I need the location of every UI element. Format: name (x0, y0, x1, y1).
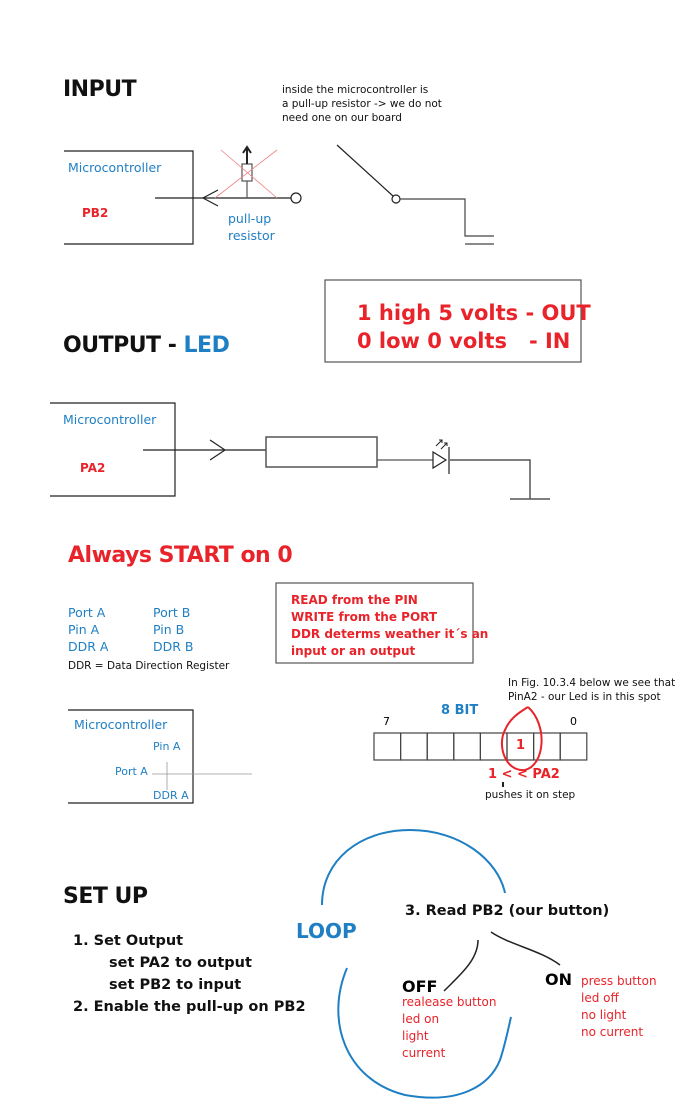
bit-title: 8 BIT (441, 703, 479, 718)
output-title: OUTPUT - LED (63, 333, 230, 359)
reg-item: Pin A (68, 622, 100, 637)
off-label: OFF (402, 977, 438, 996)
port-b-list: Port B Pin B DDR B (153, 604, 194, 655)
bit-cell (532, 732, 561, 761)
input-arrow-icon (201, 189, 219, 207)
rule-line: DDR determs weather it´s an (291, 627, 489, 641)
output-arrow-icon (209, 439, 227, 461)
loop-label: LOOP (296, 919, 357, 943)
rules-text: READ from the PIN WRITE from the PORT DD… (291, 592, 488, 660)
mcu-box-register (68, 709, 194, 804)
loop-arc-bottom (337, 967, 512, 1099)
reg-item: DDR A (68, 639, 109, 654)
rule-line: WRITE from the PORT (291, 610, 438, 624)
ground-wire (450, 459, 550, 500)
off-note: current (402, 1046, 446, 1060)
rule-line: READ from the PIN (291, 593, 418, 607)
led-light-arrows-icon (435, 439, 448, 450)
loop-arc-top (321, 828, 506, 906)
bit-low-label: 0 (570, 715, 577, 728)
port-a-label: Port A (115, 765, 148, 778)
mcu-label: Microcontroller (63, 412, 157, 427)
pin-label: PB2 (82, 206, 109, 220)
input-note: inside the microcontroller is a pull-up … (282, 83, 442, 125)
input-terminal (290, 192, 302, 204)
cross-out-icon (214, 149, 278, 199)
off-note: realease button (402, 995, 497, 1009)
bit-high-label: 7 (383, 715, 390, 728)
on-note: no light (581, 1008, 627, 1022)
note-line: a pull-up resistor -> we do not (282, 98, 442, 110)
on-note: press button (581, 974, 657, 988)
bit-cell (426, 732, 455, 761)
setup-title: SET UP (63, 884, 148, 909)
reg-item: Port B (153, 605, 191, 620)
bit-note: In Fig. 10.3.4 below we see that PinA2 -… (508, 676, 675, 704)
led-resistor (265, 436, 378, 468)
logic-line: 0 low 0 volts - IN (357, 329, 571, 353)
logic-box-text: 1 high 5 volts - OUT 0 low 0 volts - IN (357, 299, 591, 355)
switch-terminal (391, 194, 401, 204)
led-icon (432, 447, 450, 474)
pin-label: PA2 (80, 461, 106, 475)
vcc-arrow-icon (242, 145, 252, 164)
note-line: need one on our board (282, 112, 402, 124)
off-note: light (402, 1029, 429, 1043)
pullup-label: pull-up resistor (228, 210, 275, 244)
off-note: led on (402, 1012, 440, 1026)
bit-cell (559, 732, 588, 761)
setup-step: set PB2 to input (109, 977, 242, 993)
reg-item: Port A (68, 605, 106, 620)
rules-box (275, 582, 474, 664)
label-line: pull-up (228, 211, 272, 226)
port-a-list: Port A Pin A DDR A (68, 604, 108, 655)
bit-cell (453, 732, 481, 761)
highlight-loop (500, 706, 543, 772)
setup-step: set PA2 to output (109, 955, 252, 971)
logic-box (324, 279, 582, 363)
ddr-definition: DDR = Data Direction Register (68, 660, 230, 672)
logic-line: 1 high 5 volts - OUT (357, 301, 591, 325)
branch-off (443, 939, 479, 992)
branch-on (490, 931, 561, 966)
note-line: inside the microcontroller is (282, 84, 429, 96)
rule-line: input or an output (291, 644, 416, 658)
ddr-a-label: DDR A (153, 789, 189, 802)
pin-a-label: Pin A (153, 740, 181, 753)
input-title: INPUT (63, 77, 137, 102)
note-line: PinA2 - our Led is in this spot (508, 691, 661, 703)
switch-lever (336, 144, 394, 197)
on-label: ON (545, 970, 572, 989)
read-step: 3. Read PB2 (our button) (405, 903, 610, 919)
on-notes: press button led off no light no current (581, 973, 657, 1041)
note-line: In Fig. 10.3.4 below we see that (508, 677, 676, 689)
on-note: no current (581, 1025, 644, 1039)
bit-cell (400, 732, 428, 761)
mcu-label: Microcontroller (68, 160, 162, 175)
bit-cell (373, 732, 402, 761)
start-title: Always START on 0 (68, 543, 293, 568)
bit-cells (373, 732, 588, 761)
on-note: led off (581, 991, 619, 1005)
off-notes: realease button led on light current (402, 994, 497, 1062)
bit-value: 1 (516, 738, 526, 753)
output-title-accent: LED (183, 333, 230, 358)
reg-item: Pin B (153, 622, 185, 637)
switch-wire (400, 198, 494, 245)
shift-note: pushes it on step (485, 789, 576, 801)
setup-step: 1. Set Output (73, 933, 184, 949)
setup-steps: 1. Set Output set PA2 to output set PB2 … (73, 930, 306, 1018)
mcu-label: Microcontroller (74, 717, 168, 732)
setup-step: 2. Enable the pull-up on PB2 (73, 999, 306, 1015)
shift-expression: 1 < < PA2 (488, 767, 560, 782)
reg-item: DDR B (153, 639, 194, 654)
label-line: resistor (228, 228, 275, 243)
port-cross-lines (152, 762, 252, 790)
output-title-text: OUTPUT - (63, 333, 184, 358)
